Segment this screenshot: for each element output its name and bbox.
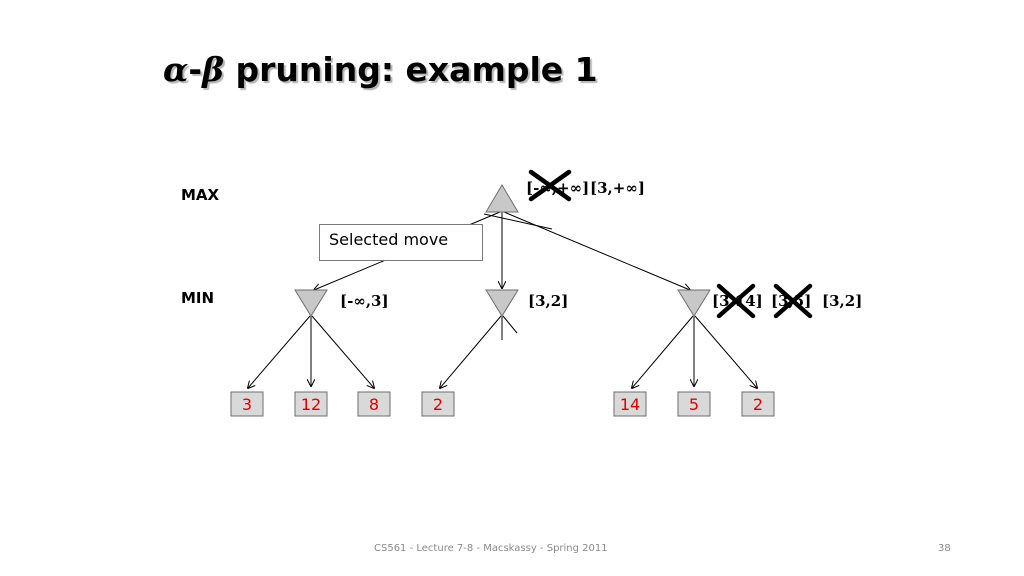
edge-min-left-to-leaf-1: [248, 315, 311, 388]
leaf-value: 8: [369, 395, 379, 414]
leaf-node: 2: [421, 391, 455, 417]
leaf-value: 5: [689, 395, 699, 414]
min-middle-bound: [3,2]: [528, 292, 568, 310]
edge-min-middle-to-leaf-1: [440, 315, 502, 388]
leaf-node: 3: [230, 391, 264, 417]
title-dash: -: [188, 50, 203, 89]
min-left-bound: [-∞,3]: [340, 292, 389, 310]
slide-title: α-β pruning: example 1: [163, 50, 598, 89]
edge-min-left-to-leaf-3: [311, 315, 374, 388]
edge-root-to-min-right: [503, 211, 690, 290]
selected-move-callout: Selected move: [319, 224, 483, 261]
footer-course: CS561 - Lecture 7-8 - Macskassy - Spring…: [374, 543, 608, 554]
min-node-middle: [485, 289, 519, 317]
cross-out-icon: [773, 283, 813, 319]
min-node-left: [294, 289, 328, 317]
page-number: 38: [938, 543, 951, 554]
title-beta: β: [202, 50, 225, 89]
max-level-label: MAX: [181, 186, 220, 204]
leaf-node: 5: [677, 391, 711, 417]
min-level-label: MIN: [181, 289, 215, 307]
cross-out-icon: [716, 283, 756, 319]
leaf-value: 2: [753, 395, 763, 414]
callout-pointer: [483, 213, 553, 230]
min-right-bound-current: [3,2]: [822, 292, 862, 310]
leaf-node: 12: [294, 391, 328, 417]
leaf-value: 12: [301, 395, 321, 414]
edge-min-right-to-leaf-3: [694, 315, 757, 388]
leaf-value: 3: [242, 395, 252, 414]
leaf-node: 2: [741, 391, 775, 417]
root-bound-current: [3,+∞]: [590, 179, 645, 197]
cross-out-icon: [528, 169, 572, 202]
leaf-value: 2: [433, 395, 443, 414]
pruned-edge-stub: [502, 315, 518, 334]
min-node-right: [677, 289, 711, 317]
title-alpha: α: [163, 50, 189, 89]
title-rest: pruning: example 1: [224, 50, 598, 89]
edge-min-right-to-leaf-1: [632, 315, 694, 388]
max-node-root: [485, 184, 519, 213]
leaf-value: 14: [620, 395, 640, 414]
leaf-node: 8: [357, 391, 391, 417]
leaf-node: 14: [613, 391, 647, 417]
